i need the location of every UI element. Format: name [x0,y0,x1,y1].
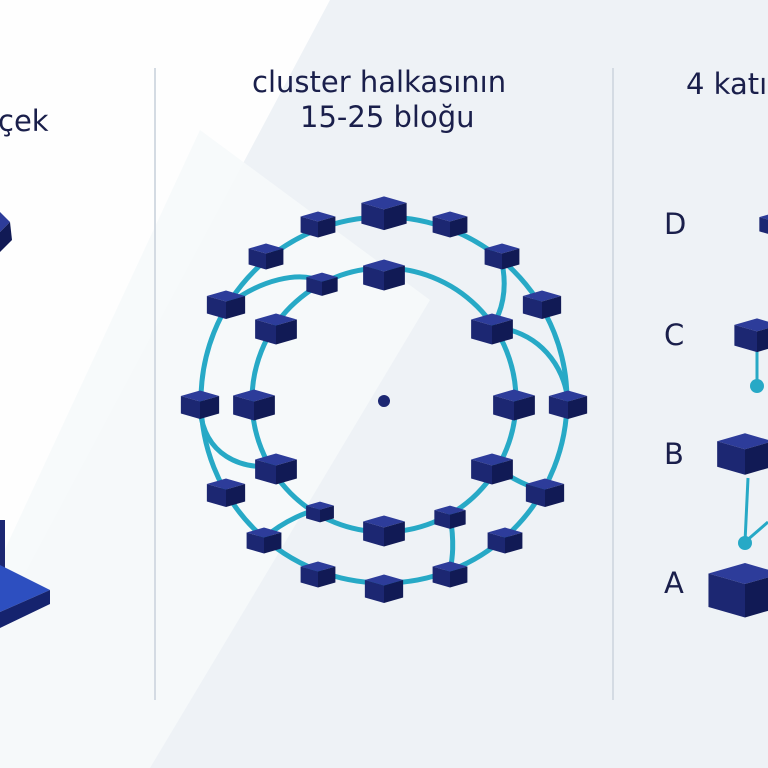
layer-a-block [708,563,768,618]
ring-block-8 [255,313,297,345]
divider-left [154,68,156,700]
ring-block-2 [300,211,336,238]
layer-label-a: A [664,566,684,600]
left-stack-pillar [0,520,5,590]
ring-block-21 [434,505,466,529]
center-title-line2: 15-25 bloğu [300,100,475,134]
layer-d-block [759,214,768,234]
layer-label-c: C [664,318,685,352]
ring-block-5 [484,243,520,270]
layer-link-b-a [743,477,750,543]
ring-blocks [180,196,588,603]
ring-block-9 [471,313,513,345]
ring-block-17 [471,453,513,485]
ring-block-6 [206,290,246,319]
layer-node-b [738,536,752,550]
layer-node-c [750,379,764,393]
ring-block-23 [246,527,282,554]
ring-block-10 [306,272,338,296]
layer-label-d: D [664,207,687,241]
ring-block-27 [364,574,404,603]
ring-block-26 [432,561,468,588]
right-panel-title: 4 katı [686,67,768,101]
divider-right [612,68,614,700]
ring-block-4 [248,243,284,270]
ring-block-16 [255,453,297,485]
ring-block-19 [525,478,565,507]
ring-block-1 [361,196,407,231]
layer-blocks [708,214,768,618]
ring-block-3 [432,211,468,238]
ring-block-14 [233,389,275,421]
ring-block-7 [522,290,562,319]
left-panel-title: çek [0,104,49,138]
layer-label-b: B [664,437,684,471]
ring-block-15 [493,389,535,421]
layer-b-block [717,433,768,475]
ring-block-13 [548,390,588,419]
left-stack-base [0,565,50,628]
center-title-line1: cluster halkasının [252,65,507,99]
ring-block-20 [306,501,334,523]
ring-block-25 [300,561,336,588]
ring-block-22 [363,515,405,547]
ring-block-11 [363,259,405,291]
ring-block-24 [487,527,523,554]
ring-block-12 [180,390,220,419]
ring-center-dot [378,395,390,407]
ring-block-18 [206,478,246,507]
layer-c-block [734,318,768,353]
left-stack-cube [0,212,12,252]
